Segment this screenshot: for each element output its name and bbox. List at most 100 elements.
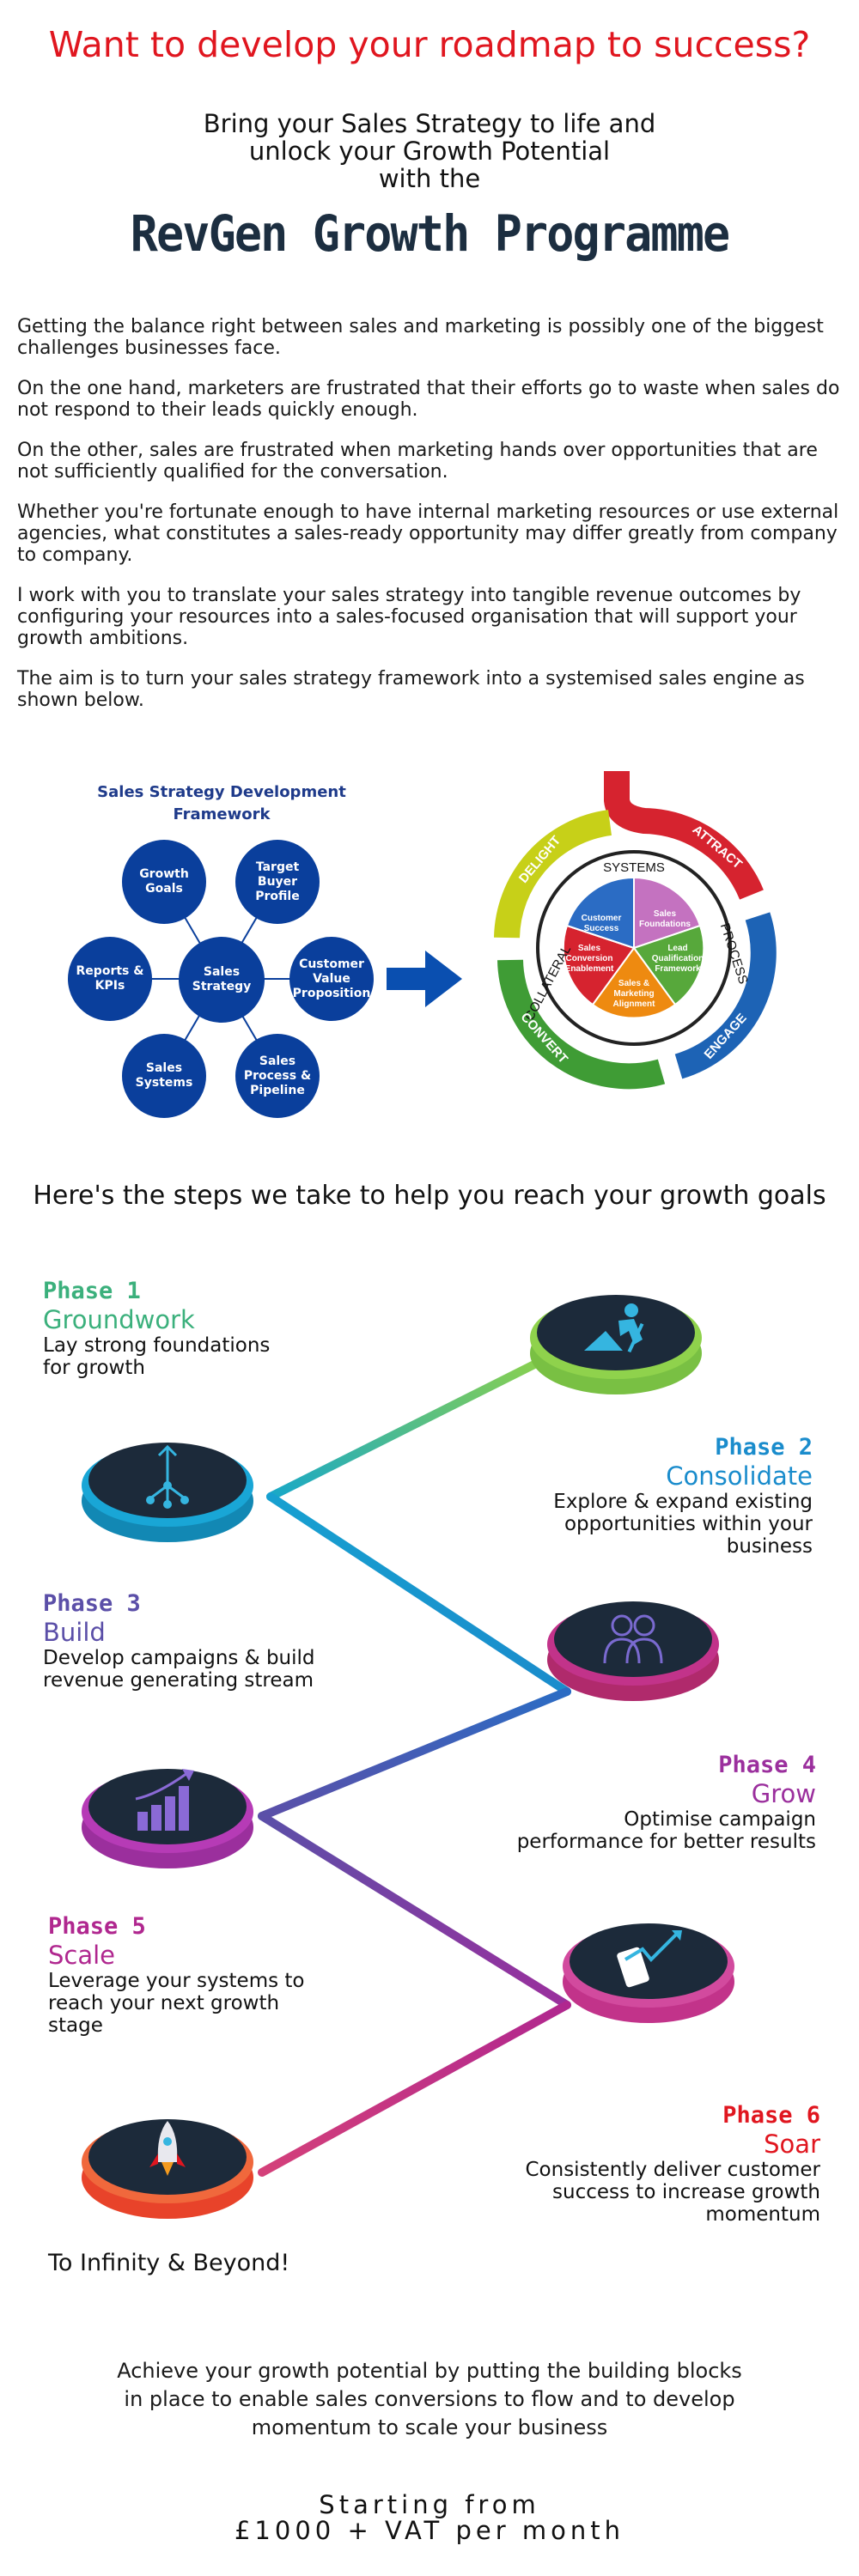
closing-line: Achieve your growth potential by putting…	[117, 2359, 742, 2383]
steps-heading: Here's the steps we take to help you rea…	[33, 1181, 826, 1211]
segment-label: Sales	[578, 944, 601, 953]
phase-desc: success to increase growth	[552, 2181, 820, 2203]
phase-6: Phase 6 Soar Consistently deliver custom…	[481, 2102, 820, 2226]
phase-desc: reach your next growth	[48, 1992, 280, 2014]
phase-name: Grow	[751, 1779, 816, 1808]
attract-arc	[604, 771, 764, 900]
intro-paragraph: Getting the balance right between sales …	[17, 316, 824, 359]
phase-name: Scale	[48, 1941, 116, 1970]
phase-desc: Optimise campaign	[624, 1808, 816, 1831]
segment-label: Qualification	[652, 954, 704, 963]
rocket-icon	[149, 2121, 186, 2176]
phase-disc-1	[530, 1295, 702, 1394]
price-block: Starting from £1000 + VAT per month	[0, 2492, 859, 2543]
phase-desc: opportunities within your	[564, 1513, 813, 1535]
segment-label: Lead	[667, 944, 687, 953]
segment-label: Sales &	[618, 979, 649, 988]
phase-name: Build	[43, 1618, 106, 1647]
arrow-right-icon	[387, 951, 462, 1007]
closing-line: momentum to scale your business	[251, 2415, 608, 2439]
phase-desc: Leverage your systems to	[48, 1970, 305, 1992]
segment-label: Framework	[655, 964, 701, 974]
phase-disc-3	[547, 1601, 719, 1701]
subheadline: Bring your Sales Strategy to life and un…	[0, 110, 859, 192]
growth-chart-icon	[137, 1786, 189, 1831]
framework-title-line: Sales Strategy Development	[97, 783, 346, 801]
subhead-line: Bring your Sales Strategy to life and	[203, 109, 656, 138]
intro-text: Getting the balance right between sales …	[17, 316, 842, 730]
intro-paragraph: On the other, sales are frustrated when …	[17, 440, 818, 483]
phase-3: Phase 3 Build Develop campaigns & build …	[43, 1590, 315, 1692]
phase-desc: performance for better results	[516, 1831, 816, 1853]
phase-1: Phase 1 Groundwork Lay strong foundation…	[43, 1278, 270, 1379]
segment-label: Marketing	[613, 989, 654, 999]
phase-name: Groundwork	[43, 1305, 195, 1334]
convert-arc	[497, 959, 666, 1090]
phase-2: Phase 2 Consolidate Explore & expand exi…	[481, 1434, 813, 1558]
people-icon	[603, 1614, 663, 1664]
phase-number: Phase 3	[43, 1590, 141, 1617]
segment-label: Alignment	[613, 999, 656, 1009]
framework-node: Sales Process & Pipeline	[235, 1034, 320, 1118]
intro-paragraph: Whether you're fortunate enough to have …	[17, 501, 839, 566]
price-line: £1000 + VAT per month	[234, 2516, 624, 2545]
phase-desc: business	[726, 1535, 813, 1558]
phase-disc-6	[82, 2119, 253, 2219]
phase-desc: Explore & expand existing	[553, 1491, 813, 1513]
phase-number: Phase 4	[718, 1752, 816, 1778]
segment-lead-qualification	[632, 924, 705, 1006]
intro-paragraph: The aim is to turn your sales strategy f…	[17, 668, 805, 711]
segment-label: Success	[584, 924, 619, 933]
segment-label: Customer	[582, 914, 622, 923]
segment-label: Enablement	[565, 964, 614, 974]
segment-customer-success	[565, 876, 635, 950]
phase-5: Phase 5 Scale Leverage your systems to r…	[48, 1913, 305, 2037]
sales-engine-wheel: Sales Foundations Lead Qualification Fra…	[494, 771, 777, 1090]
phase-number: Phase 2	[715, 1434, 813, 1461]
phase-number: Phase 1	[43, 1278, 141, 1304]
systems-label: SYSTEMS	[603, 860, 665, 875]
engage-arc	[674, 912, 777, 1079]
subhead-line: with the	[378, 164, 481, 193]
framework-title-line: Framework	[173, 805, 271, 823]
headline: Want to develop your roadmap to success?	[48, 24, 811, 65]
phase-desc: for growth	[43, 1357, 145, 1379]
framework-node: Sales Systems	[122, 1034, 206, 1118]
closing-line: in place to enable sales conversions to …	[124, 2387, 735, 2411]
phase-desc: Lay strong foundations	[43, 1334, 271, 1357]
framework-title: Sales Strategy Development Framework	[93, 781, 350, 826]
delight-arc	[494, 810, 612, 939]
worker-icon	[584, 1303, 644, 1353]
framework-node: Reports & KPIs	[68, 937, 152, 1021]
phase-disc-5	[563, 1923, 734, 2023]
phase-desc: stage	[48, 2014, 103, 2037]
closing-text: Achieve your growth potential by putting…	[0, 2357, 859, 2442]
phase-name: Consolidate	[666, 1461, 813, 1491]
price-line: Starting from	[319, 2490, 540, 2519]
phase-number: Phase 6	[722, 2102, 820, 2129]
framework-node: Target Buyer Profile	[235, 840, 320, 924]
phase-4: Phase 4 Grow Optimise campaign performan…	[464, 1752, 816, 1853]
framework-node: Customer Value Proposition	[289, 937, 374, 1021]
phase-desc: momentum	[705, 2203, 820, 2226]
phase-desc: Develop campaigns & build	[43, 1647, 315, 1669]
intro-paragraph: On the one hand, marketers are frustrate…	[17, 378, 840, 421]
phase-name: Soar	[764, 2129, 820, 2159]
intro-paragraph: I work with you to translate your sales …	[17, 585, 801, 649]
segment-label: Conversion	[565, 954, 612, 963]
trend-phone-icon	[617, 1930, 682, 1988]
phase-desc: Consistently deliver customer	[525, 2159, 820, 2181]
infinity-tagline: To Infinity & Beyond!	[48, 2250, 290, 2276]
phase-desc: revenue generating stream	[43, 1669, 314, 1692]
subhead-line: unlock your Growth Potential	[248, 137, 611, 166]
segment-label: Foundations	[639, 920, 691, 929]
segment-label: Sales	[654, 909, 677, 919]
segment-conversion-enablement	[563, 924, 636, 1006]
roadmap-path	[258, 1352, 571, 2177]
phase-disc-2	[82, 1443, 253, 1542]
programme-title: RevGen Growth Programme	[130, 204, 730, 263]
phase-number: Phase 5	[48, 1913, 146, 1940]
segment-alignment	[591, 946, 677, 1019]
framework-center-node: Sales Strategy	[179, 937, 265, 1023]
phase-disc-4	[82, 1769, 253, 1868]
